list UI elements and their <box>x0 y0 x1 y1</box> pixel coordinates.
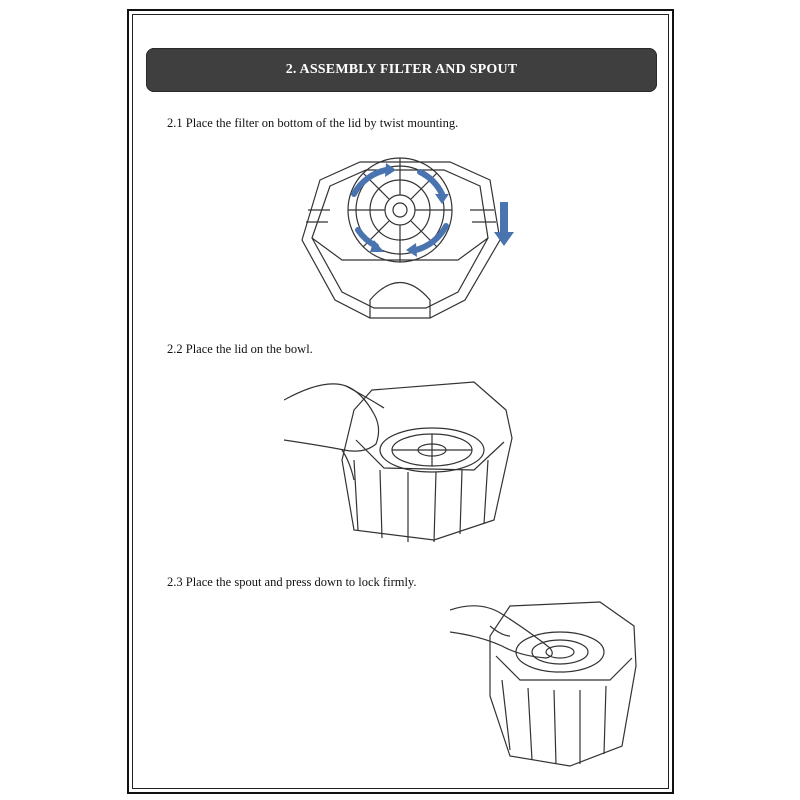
down-arrow-icon <box>494 202 514 246</box>
step-2-1-text: 2.1 Place the filter on bottom of the li… <box>167 116 459 130</box>
lid-filter-illustration <box>301 157 514 319</box>
step-2-2-text: 2.2 Place the lid on the bowl. <box>167 342 313 356</box>
section-title-bar: 2. ASSEMBLY FILTER AND SPOUT <box>146 48 657 92</box>
spout-press-illustration <box>450 601 637 767</box>
step-2-3-text: 2.3 Place the spout and press down to lo… <box>167 575 417 589</box>
section-title: 2. ASSEMBLY FILTER AND SPOUT <box>285 62 518 77</box>
twist-arrow-icon <box>351 167 449 253</box>
page-border-outer <box>127 9 674 794</box>
lid-on-bowl-illustration <box>284 381 513 543</box>
page-border-inner <box>132 14 669 789</box>
